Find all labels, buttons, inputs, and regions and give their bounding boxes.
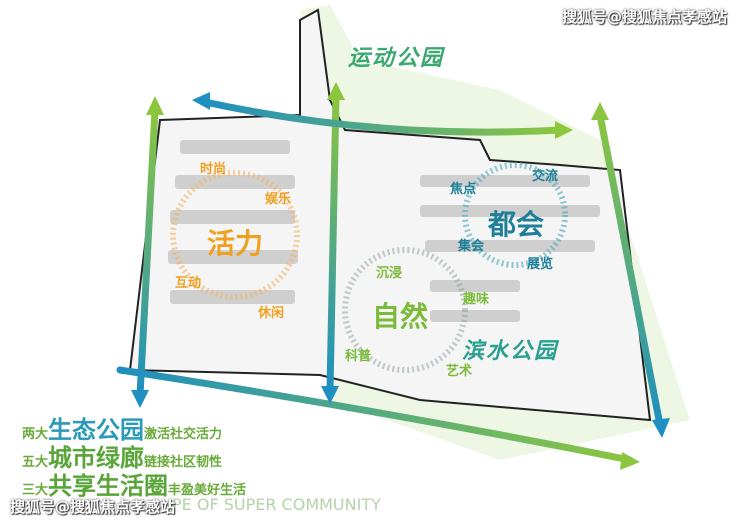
feature-line-3: 三大共享生活圈丰盈美好生活	[22, 472, 247, 500]
vitality-tag: 互动	[175, 276, 202, 291]
nature-tag: 沉浸	[376, 266, 403, 281]
vitality-tag: 娱乐	[265, 192, 292, 207]
nature-title: 自然	[372, 300, 429, 333]
sports-park-label: 运动公园	[348, 46, 445, 71]
urban-tag: 集会	[458, 239, 485, 254]
urban-title: 都会	[488, 208, 545, 241]
urban-tag: 焦点	[450, 182, 477, 197]
arrowheads	[146, 82, 640, 470]
nature-ring	[342, 247, 468, 373]
waterfront-park-label: 滨水公园	[462, 339, 559, 364]
urban-tag: 交流	[532, 169, 559, 184]
subtitle: PE OF SUPER COMMUNITY	[172, 495, 381, 514]
nature-tag: 艺术	[446, 364, 473, 379]
vitality-tag: 时尚	[200, 162, 227, 177]
nature-tag: 趣味	[463, 292, 490, 307]
nature-tag: 科普	[345, 349, 372, 364]
urban-tag: 展览	[527, 257, 554, 272]
vitality-title: 活力	[207, 227, 264, 260]
vitality-ring	[170, 170, 300, 300]
urban-ring	[462, 162, 568, 268]
watermark-top: 搜狐号@搜狐焦点孝感站	[562, 8, 728, 26]
arrows	[116, 91, 664, 464]
watermark-bottom: 搜狐号@搜狐焦点孝感站	[10, 498, 176, 516]
feature-line-2: 五大城市绿廊链接社区韧性	[22, 444, 223, 472]
feature-line-1: 两大生态公园激活社交活力	[22, 416, 223, 444]
vitality-tag: 休闲	[258, 306, 285, 321]
